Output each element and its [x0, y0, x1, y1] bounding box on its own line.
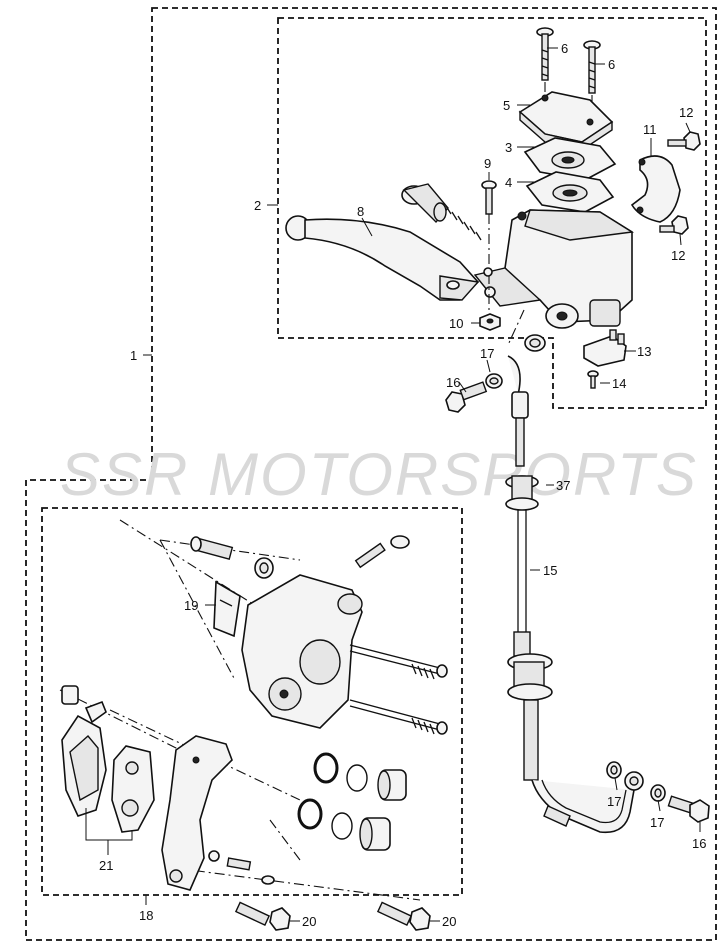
master-piston-assembly [401, 183, 482, 241]
piston-seal-lower [297, 798, 353, 840]
reservoir-cap [518, 91, 614, 151]
brake-lever [285, 215, 480, 301]
banjo-bolt-upper [445, 381, 488, 413]
assembly-18-boundary [41, 507, 463, 896]
assembly-1-boundary [25, 7, 717, 941]
callout-18: 18 [139, 908, 153, 923]
switch-screw [587, 370, 599, 389]
brake-hose [505, 355, 635, 834]
callout-12a: 12 [679, 105, 693, 120]
callout-11: 11 [643, 122, 657, 137]
callout-17b: 17 [607, 794, 621, 809]
callout-20a: 20 [302, 914, 316, 929]
callout-8: 8 [357, 204, 364, 219]
bracket-pin [208, 850, 275, 885]
piston-seal-upper [313, 752, 368, 792]
callout-5: 5 [503, 98, 510, 113]
brake-pad-inner [111, 745, 155, 833]
callout-9: 9 [484, 156, 491, 171]
callout-21: 21 [99, 858, 113, 873]
callout-12b: 12 [671, 248, 685, 263]
clamp-bolt-lower [659, 215, 689, 235]
diaphragm-gasket [525, 171, 615, 213]
pad-pin-lower [349, 699, 448, 735]
callout-2: 2 [254, 198, 261, 213]
caliper-bracket [161, 735, 233, 891]
bracket-bolt-left [234, 901, 291, 931]
lever-pivot-bolt [481, 180, 497, 215]
callout-1: 1 [130, 348, 137, 363]
caliper-piston-upper [377, 769, 407, 801]
bracket-bolt-right [376, 901, 431, 931]
callout-15: 15 [543, 563, 557, 578]
cap-screw-right [583, 40, 601, 94]
callout-17a: 17 [480, 346, 494, 361]
banjo-bolt-lower [667, 795, 710, 823]
callout-17c: 17 [650, 815, 664, 830]
lever-pivot-nut [479, 313, 501, 331]
bleeder-valve [354, 535, 410, 569]
slide-pin-boot [254, 557, 274, 579]
pad-retainer [61, 685, 107, 724]
callout-13: 13 [637, 344, 651, 359]
pad-pin-upper [349, 644, 448, 680]
assembly-2-boundary [277, 17, 707, 409]
pad-spring [213, 580, 241, 638]
callout-4: 4 [505, 175, 512, 190]
banjo-washer-upper [485, 334, 546, 389]
callout-16a: 16 [446, 375, 460, 390]
caliper-slide-pin [190, 536, 234, 560]
caliper-body [241, 574, 363, 729]
cap-screw-left [536, 27, 554, 81]
brake-pad-outer [61, 714, 107, 817]
banjo-washer-lower [606, 761, 666, 802]
callout-16b: 16 [692, 836, 706, 851]
handlebar-clamp [630, 155, 681, 223]
caliper-piston-lower [359, 817, 391, 851]
master-cylinder-body [473, 209, 635, 329]
diaphragm-plate [523, 137, 617, 181]
callout-3: 3 [505, 140, 512, 155]
leader-lines [107, 47, 701, 922]
callout-10: 10 [449, 316, 463, 331]
callout-14: 14 [612, 376, 626, 391]
clamp-bolt-upper [667, 131, 701, 151]
callout-6b: 6 [608, 57, 615, 72]
brake-light-switch [583, 329, 627, 367]
watermark: SSR MOTORSPORTS [60, 441, 698, 508]
callout-20b: 20 [442, 914, 456, 929]
callout-37: 37 [556, 478, 570, 493]
callout-6a: 6 [561, 41, 568, 56]
callout-19: 19 [184, 598, 198, 613]
